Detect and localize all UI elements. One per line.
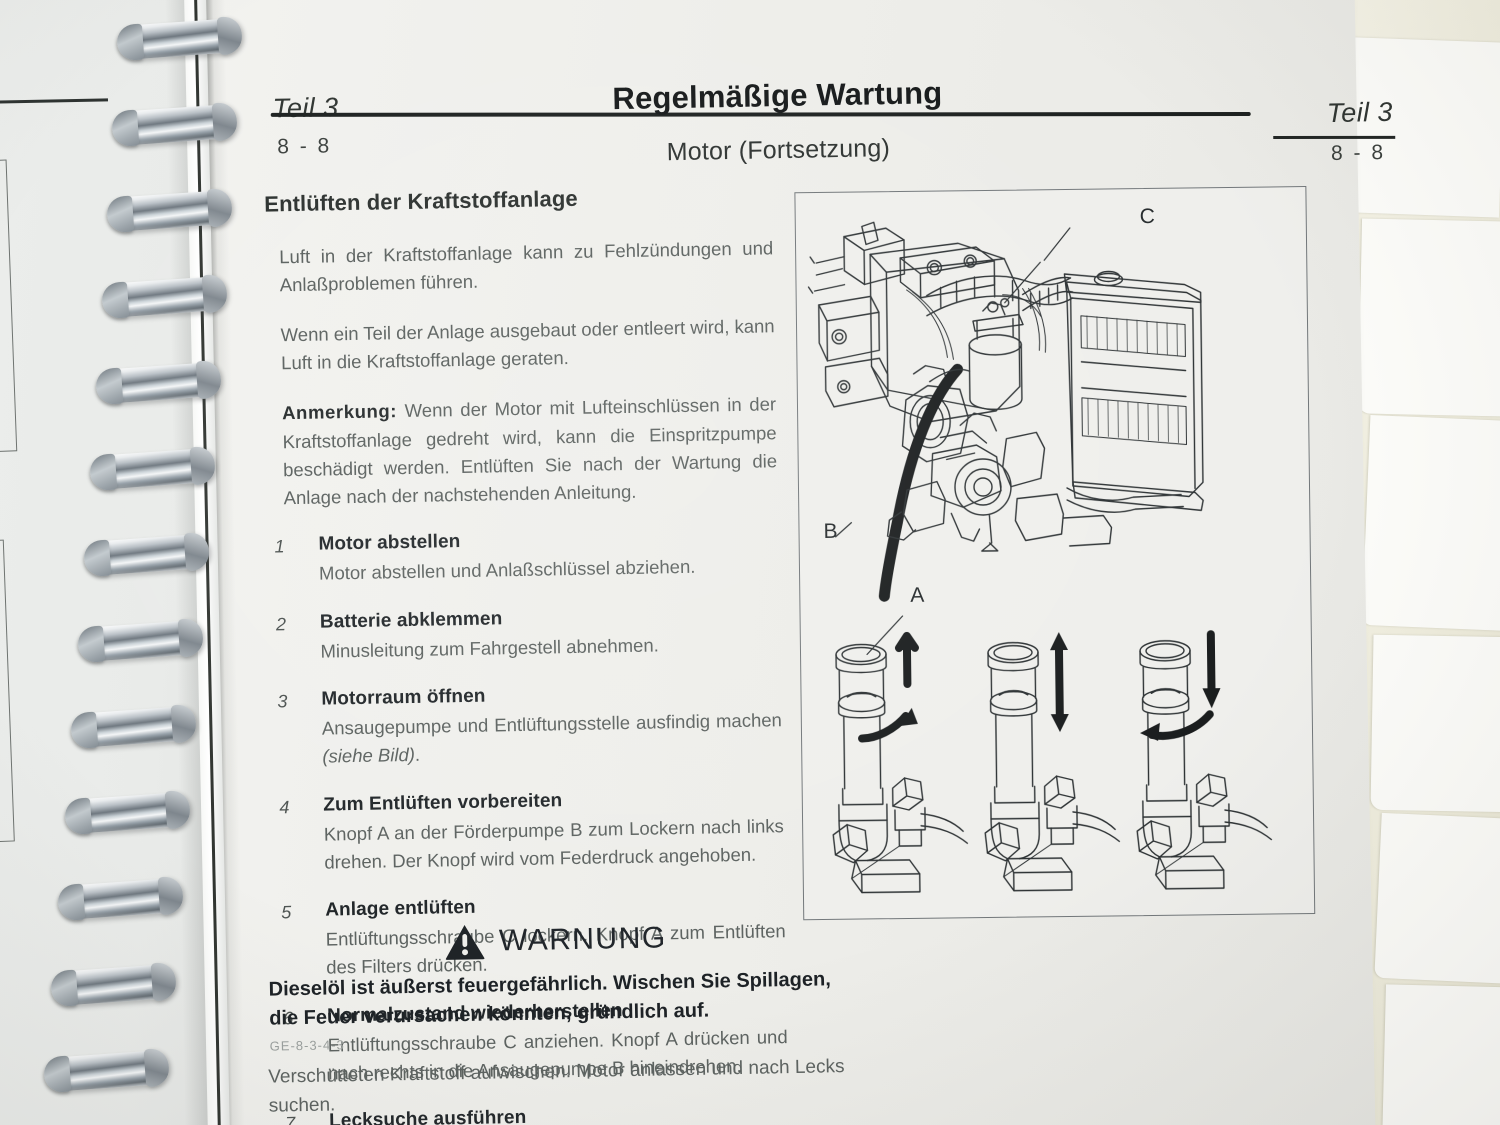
page-edge-sheet [1357, 218, 1500, 417]
procedure-step: 3 Motorraum öffnen Ansaugepumpe und Entl… [273, 681, 782, 772]
step-number: 5 [281, 902, 292, 923]
step-heading: Anlage entlüften [325, 897, 476, 921]
page-subtitle: Motor (Fortsetzung) [666, 134, 891, 167]
intro-paragraph: Luft in der Kraftstoffanlage kann zu Feh… [279, 237, 774, 296]
step-heading: Batterie abklemmen [319, 607, 503, 633]
section-title: Entlüften der Kraftstoffanlage [264, 185, 578, 217]
step-number: 3 [277, 691, 288, 712]
spiral-coil [59, 877, 181, 921]
figure-illustration [807, 221, 1273, 894]
header-right-section-label: Teil 3 [1326, 96, 1394, 129]
page-edge-sheet [1382, 984, 1500, 1125]
spiral-coil [66, 791, 188, 835]
page-edge-sheet [1361, 415, 1500, 631]
header-right-rule [1273, 135, 1396, 140]
spiral-coil [103, 275, 225, 319]
page-edge-sheet [1374, 812, 1500, 985]
warning-title: WARNUNG [498, 921, 667, 958]
figure-callout-a: A [910, 583, 925, 607]
left-page-section-label: Teil 3 [0, 65, 133, 98]
spiral-coil [113, 103, 235, 147]
figure-callout-c: C [1139, 204, 1156, 229]
warning-text: Dieselöl ist äußerst feuergefährlich. Wi… [268, 968, 832, 1030]
step-heading: Motor abstellen [318, 530, 461, 555]
step-body-pre: Ansaugepumpe und Entlüftungsstelle ausfi… [321, 709, 783, 739]
spiral-coil [85, 533, 207, 577]
step-body: Minusleitung zum Fahrgestell abnehmen. [320, 634, 659, 662]
procedure-step: 2 Batterie abklemmen Minusleitung zum Fa… [272, 603, 781, 666]
spiral-coil [45, 1049, 167, 1093]
figure-box: C B A [794, 186, 1316, 921]
spiral-coil [52, 963, 174, 1007]
procedure-step: 1 Motor abstellen Motor abstellen und An… [270, 525, 779, 588]
procedure-step: 4 Zum Entlüften vorbereiten Knopf A an d… [275, 786, 784, 877]
step-heading: Motorraum öffnen [321, 685, 486, 710]
step-number: 1 [274, 536, 285, 557]
spiral-coil [79, 619, 201, 663]
step-body: Knopf A an der Förderpumpe B zum Lockern… [323, 815, 784, 873]
figure-callout-b: B [823, 519, 838, 543]
header-right-page-number: 8 - 8 [1330, 141, 1386, 166]
intro-paragraph: Wenn ein Teil der Anlage ausgebaut oder … [280, 315, 775, 374]
spiral-coil [72, 705, 194, 749]
note-label: Anmerkung: [281, 400, 398, 424]
note-paragraph: Anmerkung: Wenn der Motor mit Lufteinsch… [282, 391, 778, 512]
step-number: 2 [275, 613, 287, 635]
step-body-post: . [414, 743, 421, 766]
right-page: Teil 3 8 - 8 Regelmäßige Wartung Motor (… [204, 0, 1396, 1125]
step-body-italic: (siehe Bild) [322, 744, 416, 767]
warning-block: WARNUNG Dieselöl ist äußerst feuergefähr… [268, 917, 846, 1053]
left-page-figure-box [0, 159, 18, 460]
step-heading: Zum Entlüften vorbereiten [323, 790, 563, 816]
text-column: Entlüften der Kraftstoffanlage Luft in d… [264, 182, 845, 1125]
warning-header: WARNUNG [268, 917, 845, 964]
page-edge-sheet [1370, 634, 1500, 813]
warning-triangle-icon [445, 924, 486, 961]
step-body: Motor abstellen und Anlaßschlüssel abzie… [318, 555, 696, 584]
page-header: Teil 3 8 - 8 Regelmäßige Wartung Motor (… [270, 75, 1396, 185]
step-number: 4 [279, 797, 290, 818]
left-page-figure-box [0, 539, 15, 850]
spiral-coil [91, 447, 213, 491]
step-body: Ansaugepumpe und Entlüftungsstelle ausfi… [322, 707, 783, 771]
spiral-coil [118, 17, 240, 61]
spiral-coil [97, 361, 219, 405]
closing-paragraph: Verschütteten Kraftstoff aufwischen. Mot… [268, 1056, 845, 1117]
spiral-coil [108, 189, 230, 233]
